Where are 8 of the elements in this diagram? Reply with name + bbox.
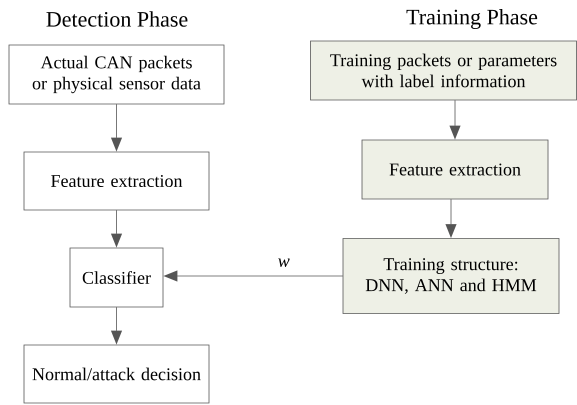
process-box: Training structure: DNN, ANN and HMM [342,238,560,314]
process-box: Training packets or parameters with label information [310,40,577,100]
process-box: Feature extraction [362,140,548,200]
process-box: Normal/attack decision [24,344,210,404]
process-box: Classifier [70,248,164,308]
edge-label: w [278,258,290,267]
process-box: Actual CAN packets or physical sensor data [8,44,224,104]
process-box: Feature extraction [24,152,210,210]
